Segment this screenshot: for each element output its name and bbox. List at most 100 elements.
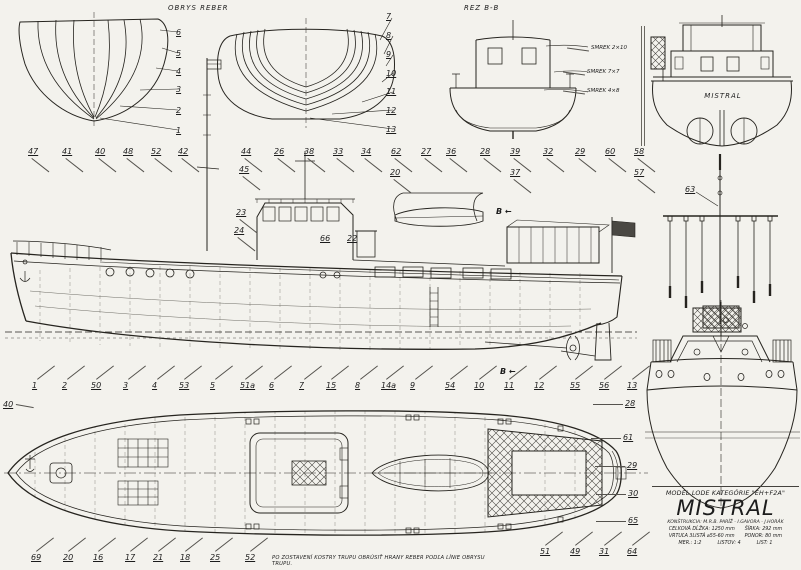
frame-label: 12	[386, 106, 397, 115]
part-callout: 5	[210, 381, 216, 390]
part-callout: 28	[592, 399, 636, 408]
part-callout: 16	[93, 553, 104, 562]
part-callout: 53	[179, 381, 190, 390]
part-callout: 41	[62, 147, 73, 156]
frame-label: 13	[386, 125, 397, 134]
part-callout: 30	[595, 489, 639, 498]
part-callout: 32	[543, 147, 554, 156]
section-marker-bottom: B ←	[500, 367, 516, 376]
part-callout: 55	[570, 381, 581, 390]
frame-label: 10	[386, 69, 397, 78]
part-callout: 37	[510, 168, 521, 177]
part-callout: 51a	[240, 381, 256, 390]
part-callout: 2	[62, 381, 68, 390]
part-callout: 48	[123, 147, 134, 156]
part-callout: 34	[361, 147, 372, 156]
part-callout: 3	[123, 381, 129, 390]
part-callout: 27	[421, 147, 432, 156]
stern-view-drawing	[650, 15, 793, 147]
part-callout: 62	[391, 147, 402, 156]
part-callout: 40	[95, 147, 106, 156]
part-callout: 66	[320, 234, 331, 243]
part-callout: 42	[178, 147, 189, 156]
frame-label: 1	[176, 126, 182, 135]
part-callout: 28	[480, 147, 491, 156]
part-callout: 51	[540, 547, 551, 556]
part-callout: 47	[28, 147, 39, 156]
assembly-note: PO ZOSTAVENÍ KOSTRY TRUPU OBRÚSIŤ HRANY …	[272, 555, 485, 567]
part-callout: 7	[299, 381, 305, 390]
part-callout: 23	[236, 208, 247, 217]
part-callout: 40	[3, 400, 14, 409]
part-callout: 69	[31, 553, 42, 562]
part-callout: 52	[245, 553, 256, 562]
part-callout: 61	[590, 433, 634, 442]
part-callout: 25	[210, 553, 221, 562]
scale: MER.: 1:2	[678, 541, 702, 546]
part-callout: 8	[355, 381, 361, 390]
part-callout: 12	[534, 381, 545, 390]
frame-label: 5	[176, 49, 182, 58]
part-callout: 29	[575, 147, 586, 156]
part-callout: 15	[326, 381, 337, 390]
part-callout: 36	[446, 147, 457, 156]
sheet-number: LIST: 1	[756, 541, 773, 546]
frame-label: 3	[176, 85, 182, 94]
draft: PONOR: 80 mm	[744, 534, 783, 539]
model-category: MODEL LODE KATEGÓRIE "EH+F2A"	[665, 490, 786, 497]
part-callout: 26	[274, 147, 285, 156]
part-callout: 57	[634, 168, 645, 177]
sheet-count: LISTOV: 4	[717, 541, 741, 546]
part-callout: 39	[510, 147, 521, 156]
part-callout: 22	[347, 234, 358, 243]
section-title: REZ B-B	[464, 4, 500, 12]
part-callout: 20	[63, 553, 74, 562]
part-callout: 45	[239, 165, 250, 174]
part-callout: 11	[504, 381, 515, 390]
construction-credit: KONŠTRUKCIA: M.R.B. PARÍŽ - I.GAVORA - J…	[667, 520, 784, 525]
frame-label: 7	[386, 12, 392, 21]
transom-boat-name: MISTRAL	[704, 92, 742, 100]
overall-length: CELKOVÁ DĹŽKA: 1250 mm	[668, 527, 735, 532]
part-callout: 31	[599, 547, 610, 556]
bow-view-drawing	[645, 300, 800, 509]
part-callout: 63	[685, 185, 696, 194]
part-callout: 50	[91, 381, 102, 390]
part-callout: 24	[234, 226, 245, 235]
part-callout: 13	[627, 381, 638, 390]
frame-label: 9	[386, 50, 392, 59]
mast-detail-drawing	[663, 154, 778, 329]
beam: ŠÍRKA: 292 mm	[744, 527, 783, 532]
part-callout: 14a	[381, 381, 397, 390]
part-callout: 38	[304, 147, 315, 156]
fold-line	[641, 26, 645, 146]
part-callout: 49	[570, 547, 581, 556]
propeller-spec: VRTUĽA 3LISTÁ ⌀55-60 mm	[668, 534, 735, 539]
part-callout: 52	[151, 147, 162, 156]
part-callout: 29	[594, 461, 638, 470]
part-callout: 64	[627, 547, 638, 556]
part-callout: 54	[445, 381, 456, 390]
part-callout: 10	[474, 381, 485, 390]
model-name: MISTRAL	[676, 496, 775, 520]
part-callout: 60	[605, 147, 616, 156]
part-callout: 4	[152, 381, 158, 390]
part-callout: 18	[180, 553, 191, 562]
part-callout: 21	[153, 553, 164, 562]
part-callout: 6	[269, 381, 275, 390]
section-marker-top: B ←	[496, 207, 512, 216]
part-callout: 20	[390, 168, 401, 177]
part-callout: 44	[241, 147, 252, 156]
part-callout: 17	[125, 553, 136, 562]
body-plan-aft-drawing	[217, 17, 395, 130]
frame-label: 6	[176, 28, 182, 37]
body-plan-title: OBRYS REBER	[168, 4, 229, 12]
frame-label: 11	[386, 87, 397, 96]
section-bb-drawing	[449, 20, 589, 139]
side-elevation-drawing	[5, 58, 637, 361]
part-callout: 65	[595, 516, 639, 525]
part-callout: 33	[333, 147, 344, 156]
material-label: SMREK 2×10	[591, 45, 627, 51]
frame-label: 2	[176, 106, 182, 115]
